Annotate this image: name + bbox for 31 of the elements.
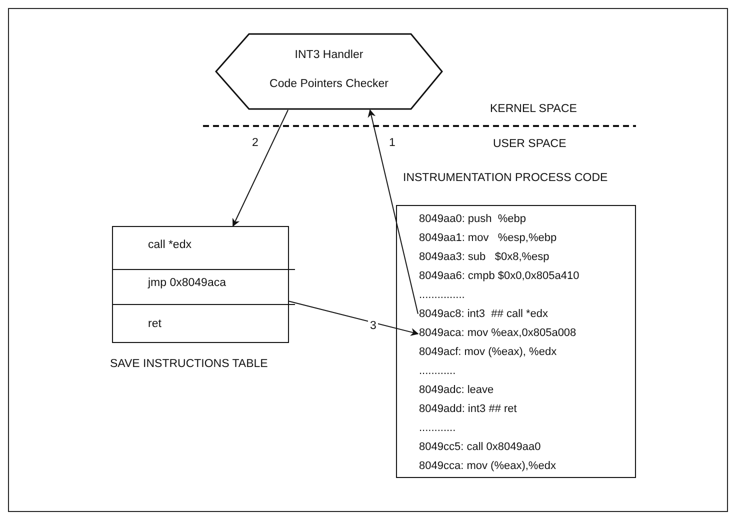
code-line: ............ xyxy=(419,362,629,380)
arrow xyxy=(232,110,288,227)
region-label: USER SPACE xyxy=(493,138,566,150)
table-row: jmp 0x8049aca xyxy=(113,269,295,304)
node-label: SAVE INSTRUCTIONS TABLE xyxy=(110,358,268,370)
code-line: 8049aca: mov %eax,0x805a008 xyxy=(419,324,629,342)
hexagon-node xyxy=(215,33,443,110)
code-line: 8049aa3: sub $0x8,%esp xyxy=(419,248,629,266)
edge-label: 3 xyxy=(368,320,378,332)
code-line: ............ xyxy=(419,419,629,437)
code-line: 8049add: int3 ## ret xyxy=(419,400,629,418)
code-line: 8049ac8: int3 ## call *edx xyxy=(419,305,629,323)
code-line: 8049aa1: mov %esp,%ebp xyxy=(419,229,629,247)
code-line: 8049cc5: call 0x8049aa0 xyxy=(419,438,629,456)
arrow xyxy=(368,109,418,314)
code-box xyxy=(396,205,636,478)
code-line: 8049aa0: push %ebp xyxy=(419,210,629,228)
code-line: ............... xyxy=(419,286,629,304)
region-label: KERNEL SPACE xyxy=(490,103,577,115)
table-row: call *edx xyxy=(113,227,290,269)
node-label: INSTRUMENTATION PROCESS CODE xyxy=(403,172,608,184)
code-line: 8049aa6: cmpb $0x0,0x805a410 xyxy=(419,267,629,285)
edge-label: 1 xyxy=(387,137,398,149)
code-line: 8049acf: mov (%eax), %edx xyxy=(419,343,629,361)
arrow xyxy=(288,300,419,336)
edge-label: 2 xyxy=(250,137,260,149)
code-line: 8049cca: mov (%eax),%edx xyxy=(419,457,629,475)
table-row: ret xyxy=(113,304,295,344)
node-body: Code Pointers Checker xyxy=(268,78,390,90)
code-line: 8049adc: leave xyxy=(419,381,629,399)
node-title: INT3 Handler xyxy=(294,49,364,61)
